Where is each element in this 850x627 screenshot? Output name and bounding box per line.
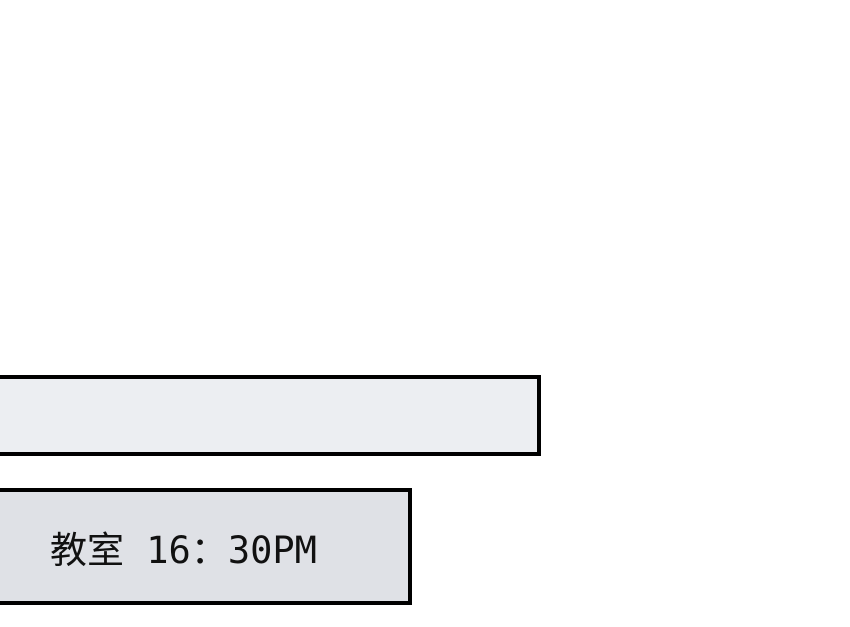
caption-box: 教室 16：30PM bbox=[0, 488, 412, 605]
location-time-caption: 教室 16：30PM bbox=[50, 528, 317, 572]
blank-panel-bar bbox=[0, 375, 541, 456]
